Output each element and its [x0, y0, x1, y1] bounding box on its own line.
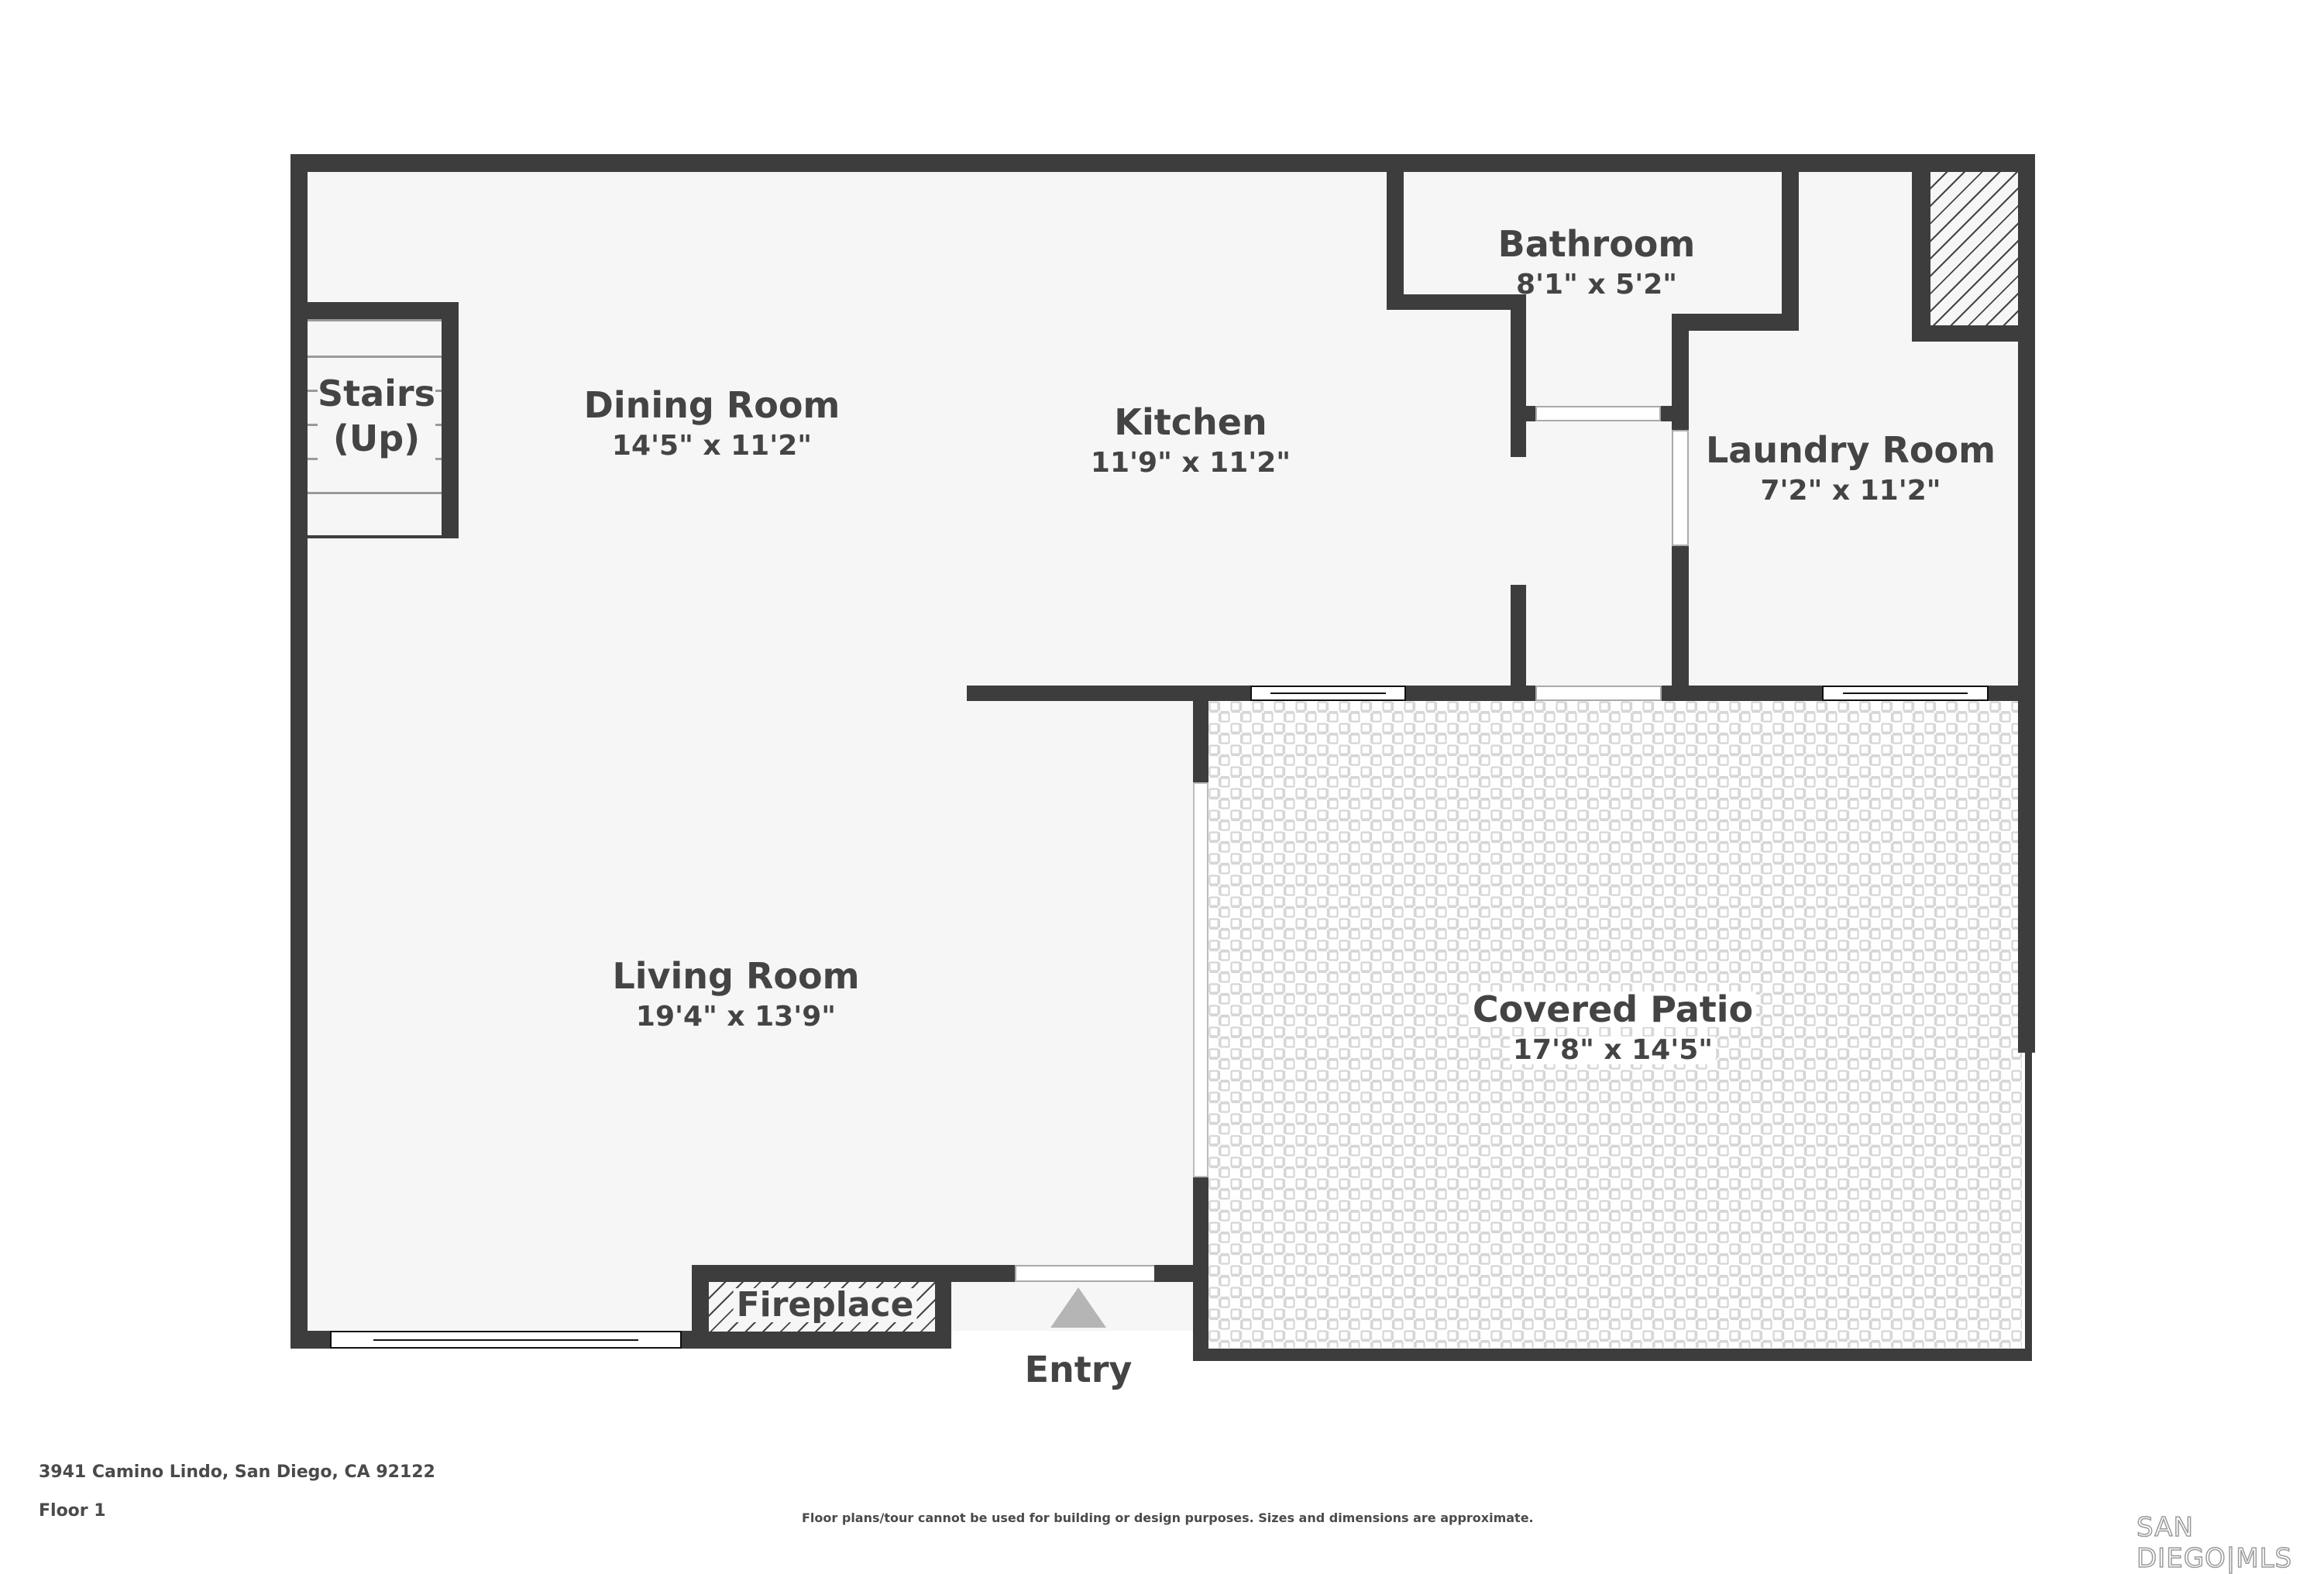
living-room-floor: [308, 686, 1195, 1331]
laundry-room-dim: 7'2" x 11'2": [1760, 475, 1941, 507]
wall-patio-bottom: [1199, 1349, 2032, 1361]
kitchen-wall-lower: [1511, 585, 1526, 693]
address-text: 3941 Camino Lindo, San Diego, CA 92122: [39, 1462, 435, 1482]
wall-patio-left-bottom: [1193, 1177, 1208, 1361]
kitchen-window: [1250, 686, 1406, 701]
closet-hatch: [1930, 172, 2018, 325]
bath-wall-left: [1387, 154, 1404, 309]
bathroom-label: Bathroom 8'1" x 5'2": [1498, 226, 1696, 299]
stairs-label: Stairs (Up): [318, 372, 435, 461]
bathroom-name: Bathroom: [1497, 223, 1696, 265]
closet-wall-left: [1912, 154, 1930, 342]
entry-label: Entry: [1024, 1349, 1133, 1390]
covered-patio-floor: [1208, 701, 2022, 1348]
entry-door: [1015, 1265, 1156, 1282]
laundry-window: [1822, 686, 1989, 701]
fireplace-label: Fireplace: [733, 1288, 917, 1322]
kitchen-patio-door: [1535, 686, 1662, 701]
laundry-wall-left-lower: [1672, 546, 1689, 693]
stair-tread: [308, 356, 442, 358]
wall-right-lower: [2025, 1053, 2032, 1361]
wall-top: [290, 154, 2035, 172]
wall-entry-left: [951, 1265, 1016, 1282]
wall-right-upper: [2018, 154, 2035, 1053]
wall-middle: [967, 686, 2035, 701]
stairs-sub: (Up): [318, 416, 435, 461]
disclaimer-text: Floor plans/tour cannot be used for buil…: [802, 1510, 1534, 1525]
wall-left: [290, 154, 308, 1349]
entry-arrow-icon: [1050, 1287, 1106, 1328]
patio-opening: [1193, 782, 1208, 1177]
stair-tread: [308, 535, 455, 538]
kitchen-dim: 11'9" x 11'2": [1090, 447, 1291, 479]
mls-logo: SAN DIEGO|MLS: [2136, 1511, 2293, 1574]
wall-patio-left-top: [1193, 686, 1208, 782]
dining-room-name: Dining Room: [583, 384, 841, 426]
kitchen-label: Kitchen 11'9" x 11'2": [1091, 404, 1291, 477]
bathroom-door: [1535, 406, 1661, 421]
laundry-wall-left-upper: [1672, 314, 1689, 430]
bath-wall-step: [1387, 294, 1526, 310]
wall-entry-right: [1154, 1265, 1201, 1282]
stairs-wall-top: [308, 302, 459, 319]
laundry-door: [1672, 430, 1689, 546]
living-room-dim: 19'4" x 13'9": [635, 1001, 837, 1033]
dining-room-label: Dining Room 14'5" x 11'2": [584, 387, 841, 460]
laundry-room-label: Laundry Room 7'2" x 11'2": [1706, 432, 1996, 505]
bath-door-jamb-left: [1526, 406, 1537, 421]
covered-patio-dim: 17'8" x 14'5": [1509, 1036, 1717, 1064]
living-room-name: Living Room: [612, 955, 860, 997]
dining-room-dim: 14'5" x 11'2": [611, 430, 813, 462]
kitchen-wall-upper: [1511, 294, 1526, 457]
laundry-wall-top: [1672, 314, 1799, 331]
covered-patio-name: Covered Patio: [1469, 991, 1757, 1027]
stairs-name: Stairs: [318, 372, 435, 417]
living-room-label: Living Room 19'4" x 13'9": [612, 958, 859, 1031]
stair-tread: [308, 319, 442, 321]
bath-door-jamb-right: [1661, 406, 1673, 421]
bath-wall-right: [1782, 154, 1799, 329]
interior-floor: [308, 172, 2018, 686]
stairs-wall-right: [442, 302, 459, 538]
covered-patio-label: Covered Patio 17'8" x 14'5": [1469, 991, 1757, 1064]
living-room-window: [330, 1331, 682, 1349]
laundry-room-name: Laundry Room: [1705, 429, 1996, 471]
kitchen-name: Kitchen: [1114, 401, 1267, 443]
closet-wall-bottom: [1912, 325, 2035, 342]
bathroom-dim: 8'1" x 5'2": [1515, 269, 1678, 301]
stair-tread: [308, 492, 442, 494]
floor-label: Floor 1: [39, 1501, 106, 1521]
